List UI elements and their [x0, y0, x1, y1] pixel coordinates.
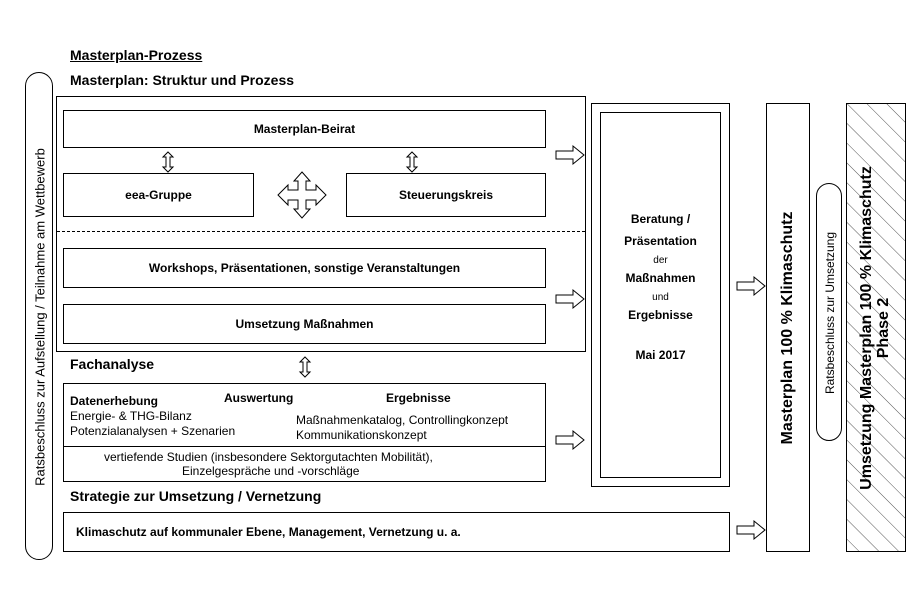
studies-line1: vertiefende Studien (insbesondere Sektor…: [104, 450, 433, 464]
umsetzung-massnahmen-label: Umsetzung Maßnahmen: [235, 317, 374, 331]
beirat-box: Masterplan-Beirat: [63, 110, 546, 148]
phase2-line2: Phase 2: [875, 297, 892, 359]
beratung-line3: der: [653, 254, 668, 266]
eea-label: eea-Gruppe: [125, 188, 192, 202]
steuerungskreis-label: Steuerungskreis: [398, 188, 494, 202]
ergebnisse-line2: Kommunikationskonzept: [296, 428, 427, 442]
beratung-line4: Maßnahmen: [625, 271, 696, 286]
beratung-line5: und: [652, 291, 669, 303]
fachanalyse-divider: [64, 446, 545, 447]
workshops-box: Workshops, Präsentationen, sonstige Vera…: [63, 248, 546, 288]
studies-line2: Einzelgespräche und -vorschläge: [182, 464, 360, 478]
four-way-arrow-icon: [277, 171, 327, 219]
beratung-outer-box: Beratung / Präsentation der Maßnahmen un…: [591, 103, 730, 487]
ratsbeschluss-umsetzung-label: Ratsbeschluss zur Umsetzung: [823, 231, 837, 395]
right-arrow-icon: [555, 144, 585, 166]
ergebnisse-line1: Maßnahmenkatalog, Controllingkonzept: [296, 413, 509, 427]
datenerhebung-line2: Potenzialanalysen + Szenarien: [70, 424, 236, 438]
section-title-fachanalyse: Fachanalyse: [70, 356, 155, 372]
section-title-strategie: Strategie zur Umsetzung / Vernetzung: [70, 488, 322, 504]
ergebnisse-heading: Ergebnisse: [386, 391, 451, 405]
right-arrow-icon: [736, 275, 766, 297]
right-arrow-icon: [736, 519, 766, 541]
updown-arrow-icon: [298, 356, 312, 378]
page-title: Masterplan-Prozess: [70, 47, 203, 63]
steuerungskreis-box: Steuerungskreis: [346, 173, 546, 217]
strategie-box: Klimaschutz auf kommunaler Ebene, Manage…: [63, 512, 730, 552]
updown-arrow-icon: [161, 151, 175, 173]
ratsbeschluss-umsetzung-pill: Ratsbeschluss zur Umsetzung: [816, 183, 842, 441]
workshops-label: Workshops, Präsentationen, sonstige Vera…: [148, 261, 461, 275]
hatch-pattern: [847, 104, 905, 551]
dashed-separator: [57, 231, 585, 232]
masterplan-label: Masterplan 100 % Klimaschutz: [779, 211, 796, 445]
masterplan-box: Masterplan 100 % Klimaschutz: [766, 103, 810, 552]
strategie-label: Klimaschutz auf kommunaler Ebene, Manage…: [76, 525, 461, 539]
fachanalyse-box: Datenerhebung Auswertung Ergebnisse Ener…: [63, 383, 546, 482]
beratung-date: Mai 2017: [635, 348, 686, 363]
updown-arrow-icon: [405, 151, 419, 173]
beratung-line1: Beratung /: [630, 212, 691, 226]
phase2-line1: Umsetzung Masterplan 100 % Klimaschutz: [858, 166, 876, 490]
umsetzung-massnahmen-box: Umsetzung Maßnahmen: [63, 304, 546, 344]
beirat-label: Masterplan-Beirat: [253, 122, 356, 136]
beratung-inner-box: Beratung / Präsentation der Maßnahmen un…: [600, 112, 721, 478]
datenerhebung-line1: Energie- & THG-Bilanz: [70, 409, 192, 423]
datenerhebung-heading: Datenerhebung: [70, 394, 159, 408]
ratsbeschluss-aufstellung-pill: Ratsbeschluss zur Aufstellung / Teilnahm…: [25, 72, 53, 560]
right-arrow-icon: [555, 429, 585, 451]
beratung-line6: Ergebnisse: [628, 308, 693, 323]
beratung-line2: Präsentation: [624, 233, 697, 248]
phase2-box: Umsetzung Masterplan 100 % Klimaschutz P…: [846, 103, 906, 552]
section-title-structure: Masterplan: Struktur und Prozess: [70, 72, 295, 88]
auswertung-heading: Auswertung: [224, 391, 294, 405]
eea-box: eea-Gruppe: [63, 173, 254, 217]
ratsbeschluss-aufstellung-label: Ratsbeschluss zur Aufstellung / Teilnahm…: [32, 148, 48, 486]
right-arrow-icon: [555, 288, 585, 310]
